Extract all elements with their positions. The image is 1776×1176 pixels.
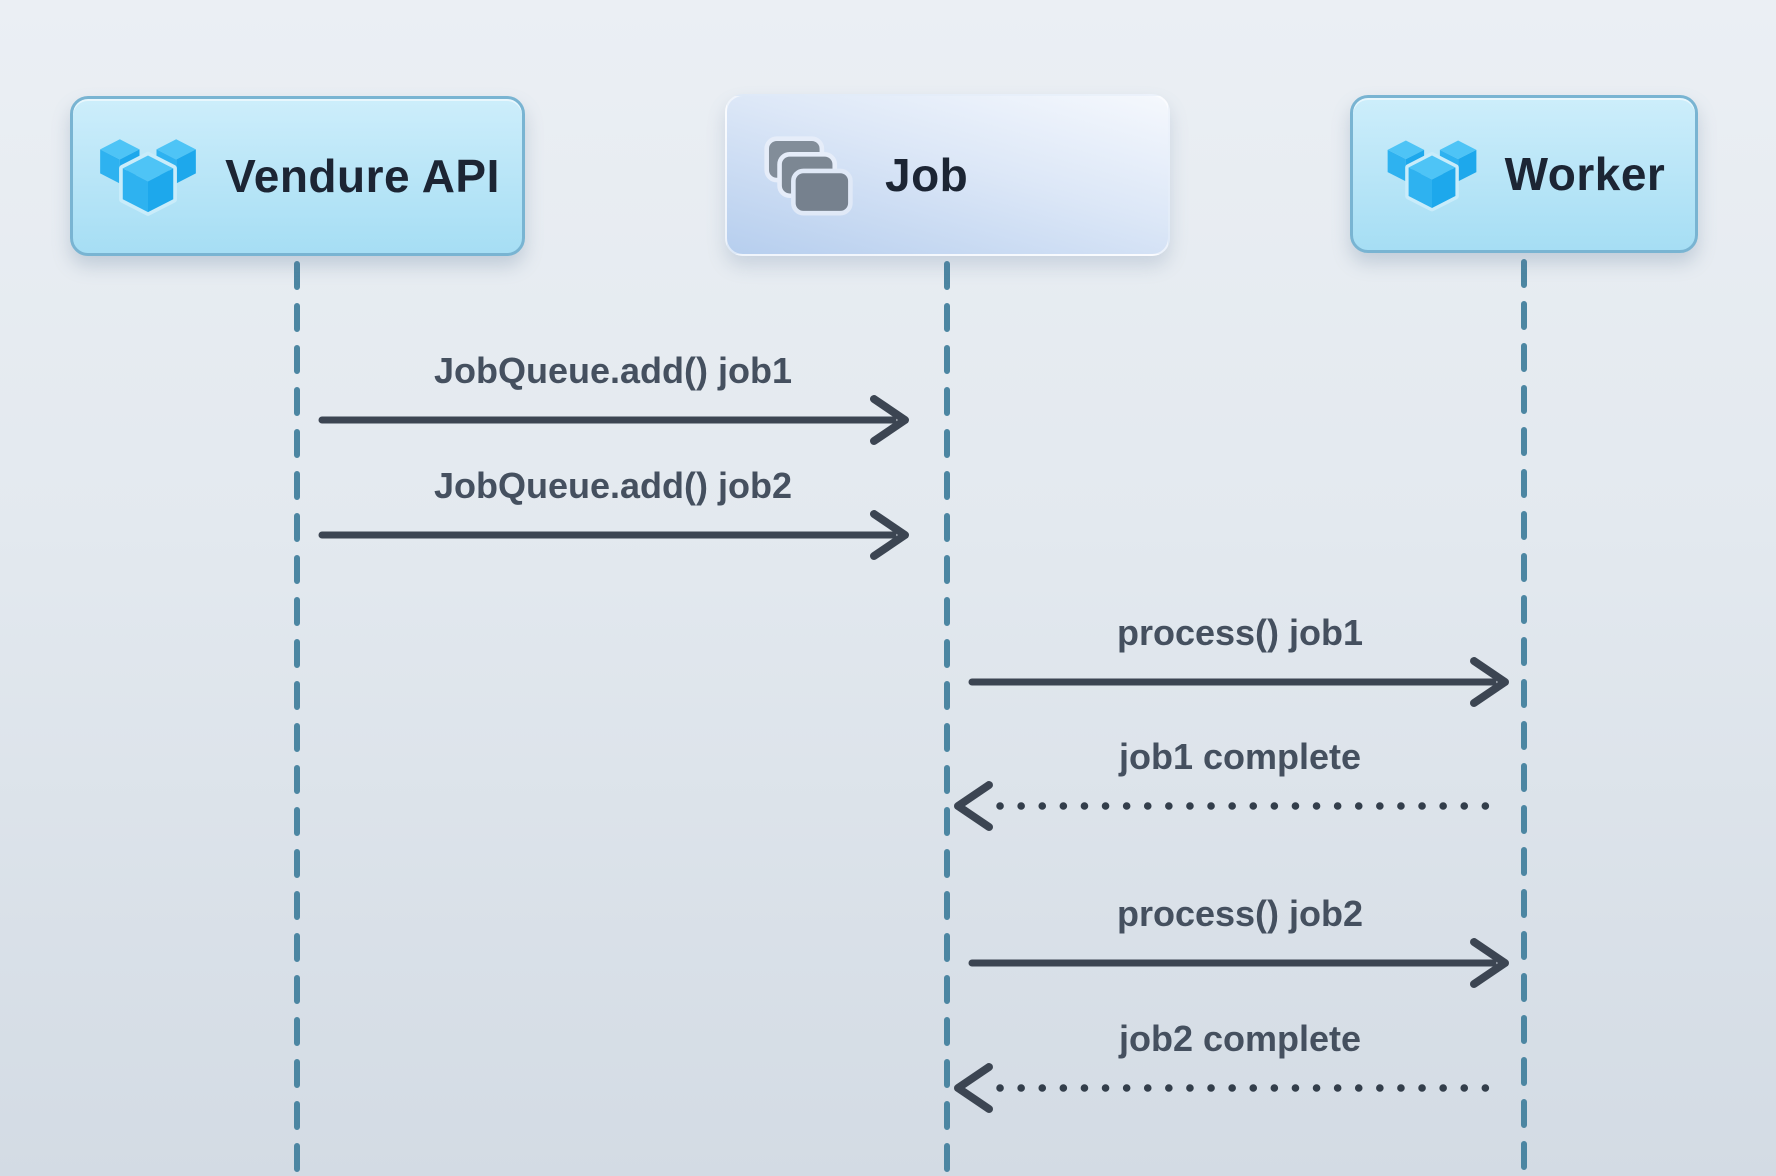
actor-job: Job	[725, 94, 1170, 256]
message-arrow-process-job2	[968, 938, 1509, 988]
vendure-logo-icon	[100, 139, 196, 224]
actor-worker: Worker	[1350, 95, 1698, 253]
message-arrow-job2-complete	[954, 1063, 1504, 1113]
message-label-jobqueue-add-job2: JobQueue.add() job2	[433, 465, 793, 506]
message-arrow-jobqueue-add-job1	[318, 395, 909, 445]
message-arrow-process-job1	[968, 657, 1509, 707]
message-arrow-job1-complete	[954, 781, 1504, 831]
vendure-logo-icon	[1387, 139, 1477, 219]
job-stack-icon	[764, 135, 853, 216]
message-arrow-jobqueue-add-job2	[318, 510, 909, 560]
actor-label-job: Job	[885, 149, 969, 201]
message-label-process-job1: process() job1	[1116, 612, 1364, 653]
lifelines	[294, 259, 1527, 1176]
message-label-process-job2: process() job2	[1116, 893, 1364, 934]
message-label-job2-complete: job2 complete	[1118, 1018, 1362, 1059]
message-label-jobqueue-add-job1: JobQueue.add() job1	[433, 350, 793, 391]
actor-label-worker: Worker	[1504, 148, 1666, 200]
message-label-job1-complete: job1 complete	[1118, 736, 1362, 777]
actor-label-vendure-api: Vendure API	[225, 150, 500, 202]
actor-vendure-api: Vendure API	[70, 96, 525, 256]
